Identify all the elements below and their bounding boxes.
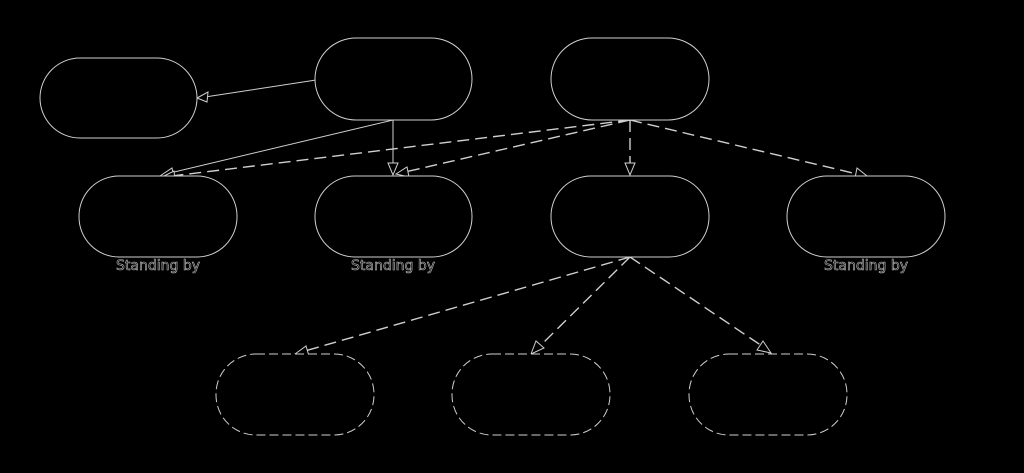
node-mid-3[interactable] <box>550 175 710 258</box>
node-shape <box>314 37 473 121</box>
node-shape <box>688 353 848 436</box>
node-label: Standing by <box>351 258 435 274</box>
edge-line <box>629 256 763 347</box>
node-shape <box>550 37 710 121</box>
edge-line <box>169 119 394 174</box>
node-top-right[interactable] <box>550 37 710 121</box>
node-bottom-1[interactable] <box>215 353 375 436</box>
node-shape <box>39 57 198 139</box>
arrowhead-icon <box>195 91 209 103</box>
edge-line <box>304 256 631 352</box>
arrowhead-icon <box>624 162 636 177</box>
arrowhead-icon <box>756 340 773 354</box>
edge-line <box>204 79 317 98</box>
edge-mid-3-to-bottom-3 <box>629 256 773 354</box>
node-shape <box>550 175 710 258</box>
node-mid-1[interactable]: Standing by <box>78 175 238 274</box>
node-shape <box>215 353 375 436</box>
edge-mid-3-to-bottom-1 <box>293 256 631 357</box>
edge-line <box>404 119 631 173</box>
node-bottom-3[interactable] <box>688 353 848 436</box>
edge-top-right-to-mid-3 <box>624 120 636 177</box>
node-shape <box>78 175 238 258</box>
edge-top-center-to-top-left <box>195 79 317 103</box>
node-mid-4[interactable]: Standing by <box>786 175 946 274</box>
edge-top-right-to-mid-1 <box>160 119 631 182</box>
edge-top-right-to-mid-2 <box>394 119 631 178</box>
arrowhead-icon <box>530 340 545 355</box>
node-top-center[interactable] <box>314 37 473 121</box>
nodes: Standing by Standing by Standing by <box>39 37 946 436</box>
node-shape <box>451 353 611 436</box>
edge-top-center-to-mid-2 <box>387 120 399 177</box>
node-label: Standing by <box>116 258 200 274</box>
edge-top-right-to-mid-4 <box>629 119 869 179</box>
arrowhead-icon <box>387 162 399 177</box>
edge-top-center-to-mid-1 <box>158 119 394 178</box>
edge-mid-3-to-bottom-2 <box>530 256 631 355</box>
node-mid-2[interactable]: Standing by <box>314 175 473 274</box>
edge-line <box>539 256 631 347</box>
node-shape <box>314 175 473 258</box>
node-bottom-2[interactable] <box>451 353 611 436</box>
edge-line <box>171 119 631 177</box>
edges <box>158 79 869 357</box>
node-label: Standing by <box>824 258 908 274</box>
node-shape <box>786 175 946 258</box>
node-top-left[interactable] <box>39 57 198 139</box>
edge-line <box>629 119 858 175</box>
